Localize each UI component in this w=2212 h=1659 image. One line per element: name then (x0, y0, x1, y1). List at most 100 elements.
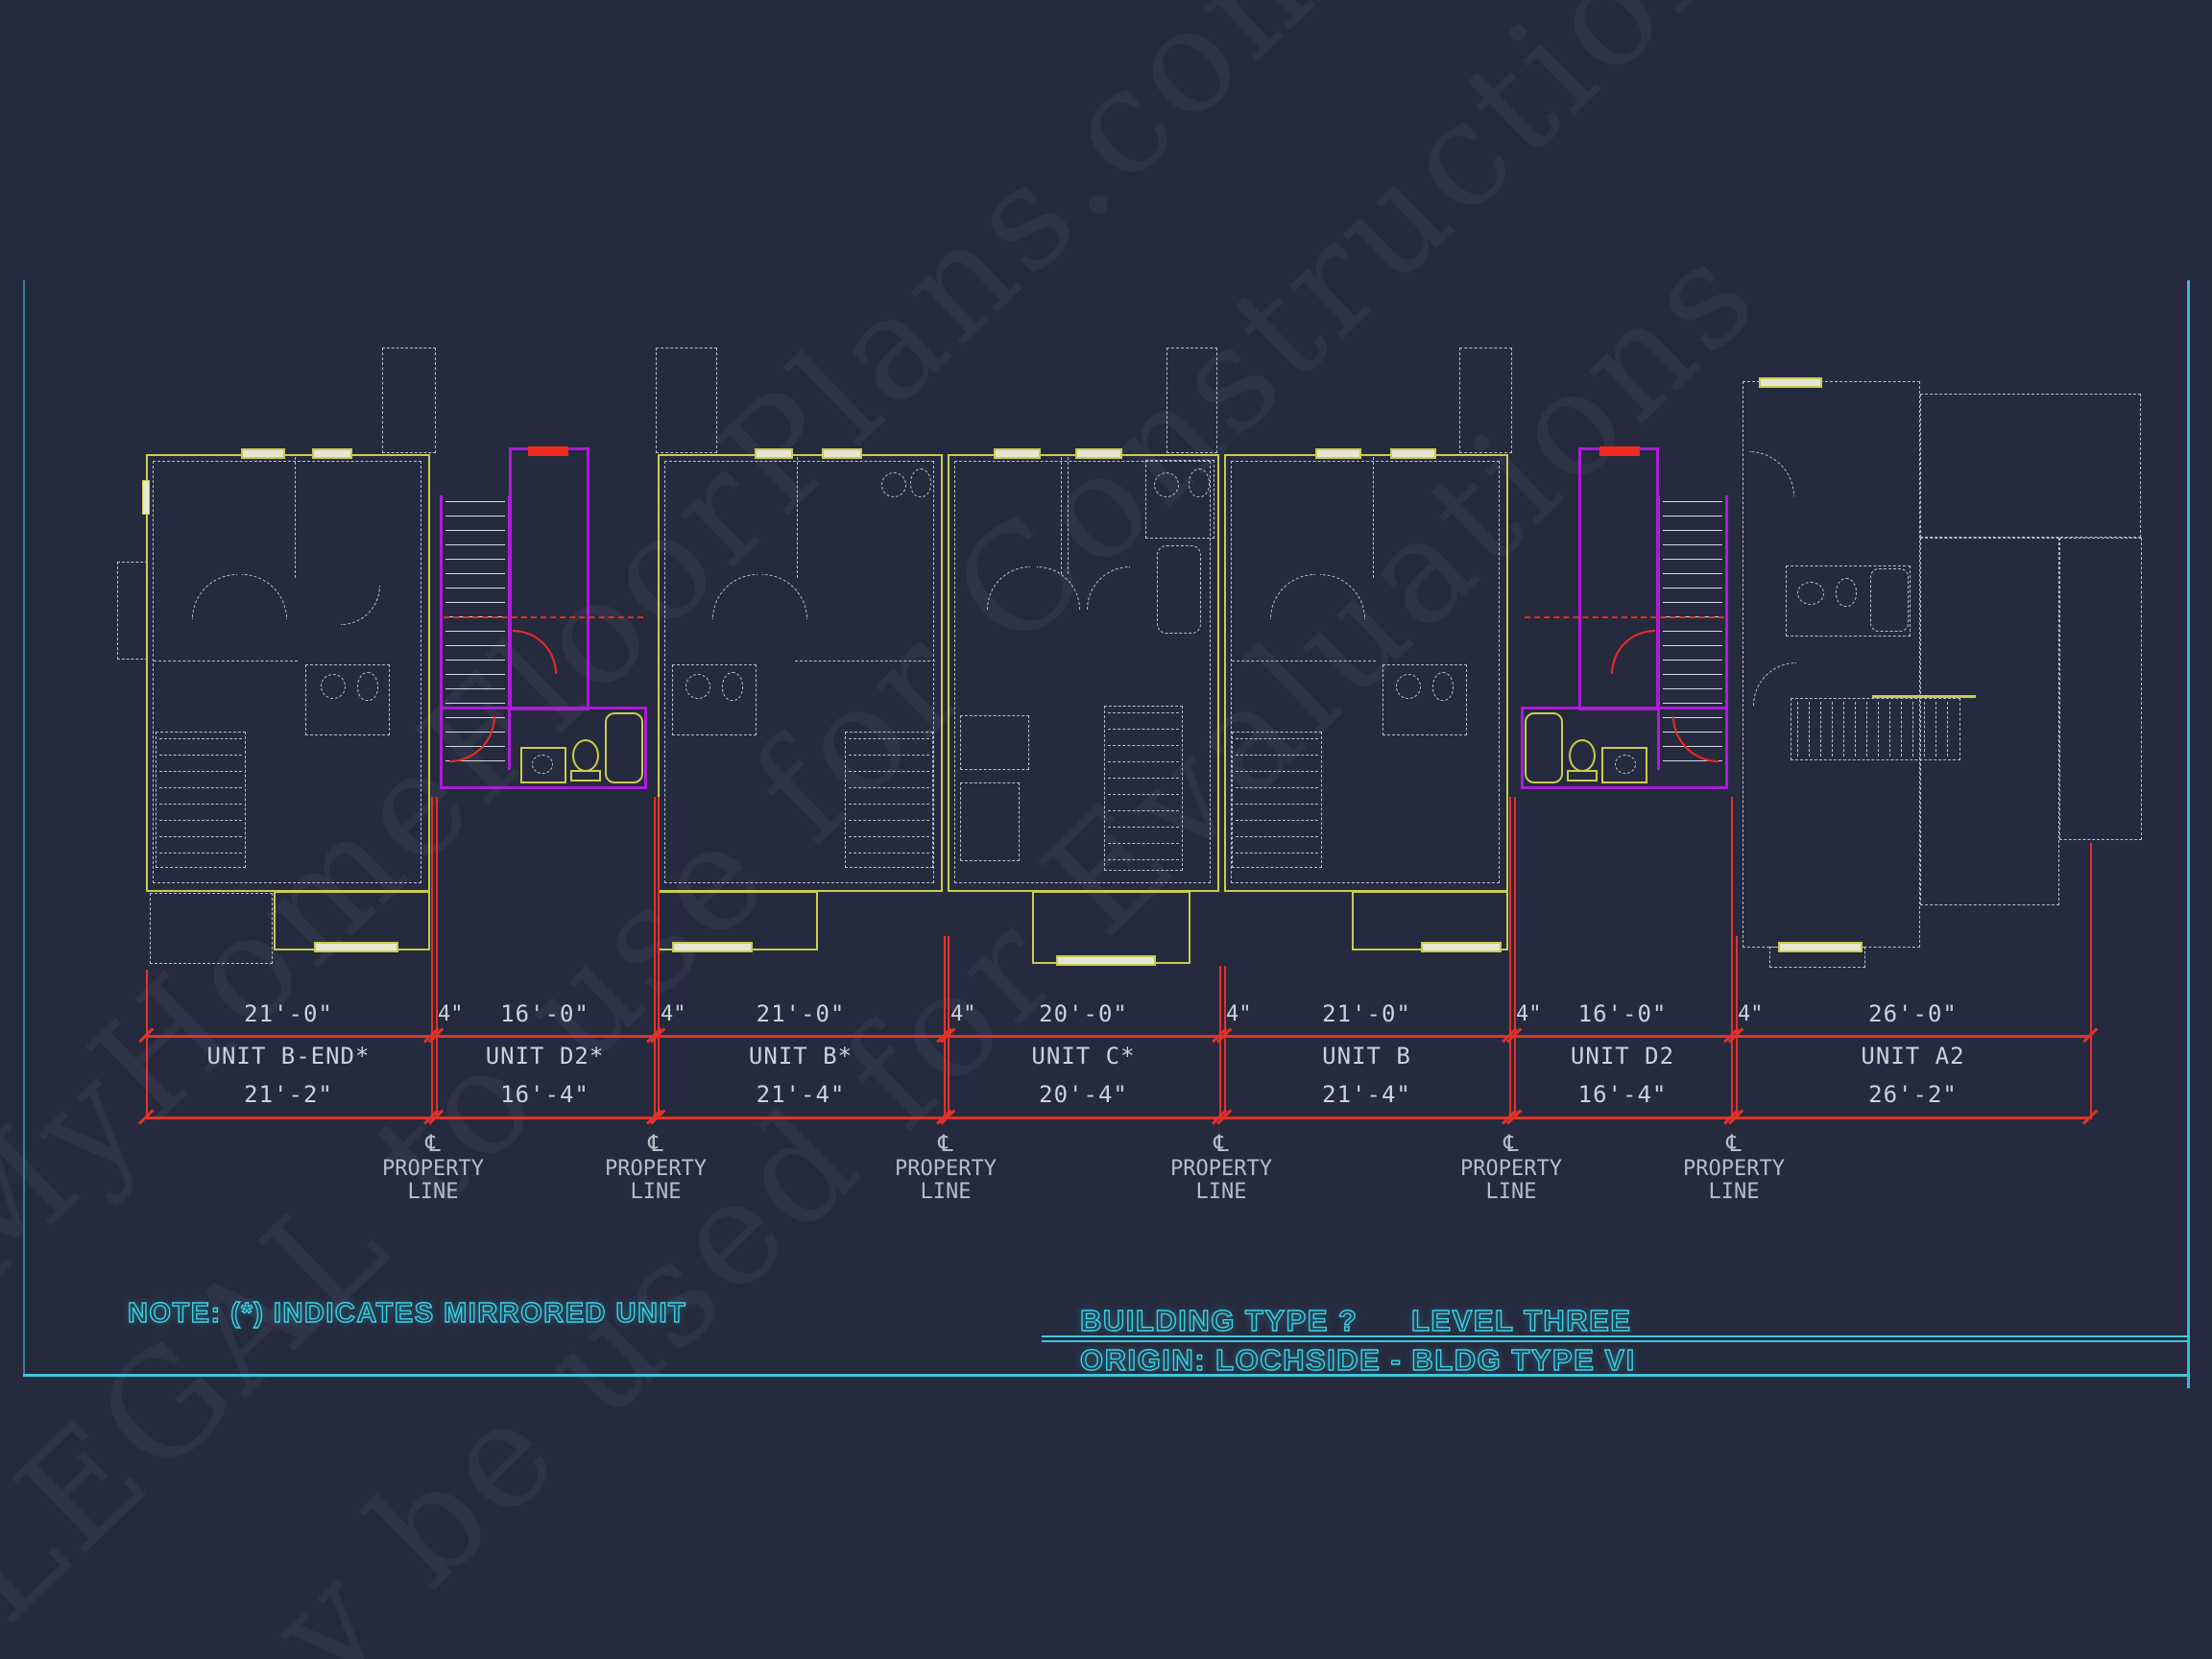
stair-tread (445, 516, 505, 517)
stair-tread (1663, 674, 1722, 675)
unit3-sink-icon (881, 472, 906, 497)
unit4-stairs (1104, 706, 1183, 871)
stair-tread (849, 820, 929, 821)
unit1-deck (150, 893, 273, 964)
stair-tread (159, 738, 242, 739)
extension-line (2090, 843, 2092, 1118)
unit3-inner-wall (664, 461, 934, 883)
unit1-window (314, 942, 398, 952)
stair-tread (159, 836, 242, 837)
d2b-red-wall-cap (1599, 446, 1640, 456)
unit3-bathroom (672, 664, 757, 735)
unit3-chimney (656, 348, 717, 453)
stair-tread (849, 787, 929, 788)
stair-tread (1901, 702, 1902, 757)
dimension-line-bottom (146, 1117, 2092, 1119)
unit3-sink-icon (685, 674, 710, 699)
property-line-label: ℄ PROPERTY LINE (895, 1130, 997, 1205)
unit5-stairs (1232, 732, 1322, 868)
extension-line (436, 797, 438, 1118)
dim-width-lot: 26'-2" (1868, 1081, 1958, 1108)
dim-width-lot: 21'-4" (1322, 1081, 1411, 1108)
stair-tread (1663, 588, 1722, 589)
stair-tread (1236, 836, 1318, 837)
unit3-window (672, 942, 753, 952)
stair-tread (1663, 501, 1722, 502)
stair-tread (1108, 859, 1179, 860)
stair-tread (1820, 702, 1821, 757)
level-title: LEVEL THREE (1410, 1303, 1632, 1337)
unit3-window (822, 448, 862, 459)
sheet-border-left (23, 280, 25, 1376)
unit7-stair-rail (1872, 695, 1976, 698)
unit1-room-divider (295, 457, 296, 578)
stair-tread (1663, 660, 1722, 661)
unit-label: UNIT B (1322, 1043, 1411, 1070)
stair-tread (445, 732, 505, 733)
dim-width: 26'-0" (1868, 1000, 1958, 1027)
unit5-toilet-icon (1432, 672, 1454, 701)
stair-tread (445, 588, 505, 589)
unit3-stairs (845, 732, 933, 868)
unit4-room-divider (1061, 457, 1062, 574)
unit5-bathroom (1382, 664, 1467, 735)
unit7-outline (1920, 538, 2059, 905)
extension-line (1736, 936, 1738, 1118)
unit7-sink-icon (1797, 582, 1824, 605)
stair-tread (1663, 645, 1722, 646)
unit5-window (1421, 942, 1502, 952)
stair-tread (445, 703, 505, 704)
centerline-icon: ℄ (648, 1130, 663, 1157)
stair-tread (1663, 559, 1722, 560)
unit1-window (241, 448, 285, 459)
unit3-toilet-icon (910, 469, 931, 497)
unit4-tub-icon (1157, 545, 1201, 634)
unit3-room-divider (797, 457, 798, 578)
stair-tread (445, 760, 505, 761)
stair-tread (1108, 827, 1179, 828)
stair-tread (1947, 702, 1948, 757)
extension-line (1509, 797, 1511, 1118)
unit3-window (755, 448, 793, 459)
unit-label: UNIT C* (1031, 1043, 1136, 1070)
unit4-chimney (1166, 348, 1217, 453)
stair-tread (1797, 702, 1798, 757)
unit1-stairs (156, 732, 246, 868)
unit-d2m-plan (436, 442, 654, 883)
unit1-left-bay (117, 562, 148, 660)
stair-tread (1108, 712, 1179, 713)
extension-line (1219, 966, 1221, 1118)
stair-tread (445, 645, 505, 646)
unit5-window (1390, 448, 1436, 459)
stair-tread (1663, 602, 1722, 603)
unit4-window (1056, 955, 1156, 966)
stair-tread (849, 804, 929, 805)
dim-width: 16'-0" (500, 1000, 589, 1027)
stair-tread (1912, 702, 1913, 757)
unit4-sink-icon (1154, 472, 1179, 497)
extension-line (658, 797, 660, 1118)
d2a-sink-icon (520, 747, 566, 783)
dim-gap: 4" (1516, 1002, 1542, 1026)
stair-tread (1889, 702, 1890, 757)
stair-tread (159, 787, 242, 788)
unit-label: UNIT B* (748, 1043, 854, 1070)
extension-line (948, 936, 950, 1118)
dim-gap: 4" (438, 1002, 464, 1026)
stair-tread (849, 755, 929, 756)
unit5-window (1315, 448, 1361, 459)
sheet-border-bottom (23, 1374, 2190, 1377)
property-line-label: ℄ PROPERTY LINE (1170, 1130, 1272, 1205)
origin-title: ORIGIN: LOCHSIDE - BLDG TYPE VI (1079, 1342, 1636, 1377)
d2b-tub-icon (1525, 712, 1563, 783)
dim-width-lot: 21'-2" (244, 1081, 333, 1108)
stair-tread (1663, 631, 1722, 632)
unit4-window (1075, 448, 1122, 459)
stair-tread (849, 836, 929, 837)
stair-tread (1663, 544, 1722, 545)
stair-tread (1663, 516, 1722, 517)
centerline-icon: ℄ (938, 1130, 953, 1157)
stair-tread (1878, 702, 1879, 757)
extension-line (146, 970, 148, 1118)
